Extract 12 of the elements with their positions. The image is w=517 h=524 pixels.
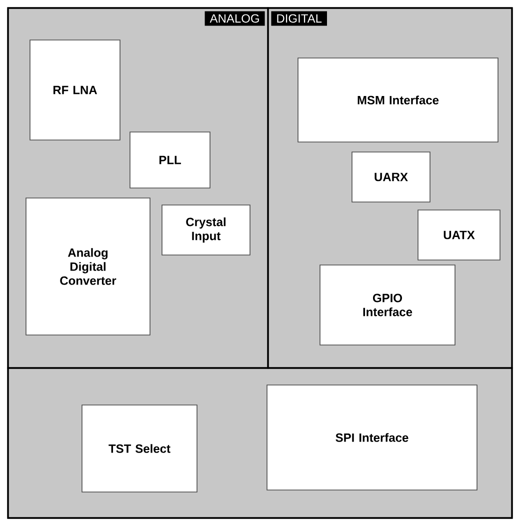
block-box: GPIO Interface xyxy=(320,264,456,346)
block-box: MSM Interface xyxy=(298,58,498,142)
block-box: RF LNA xyxy=(30,40,120,140)
block-box: UATX xyxy=(418,210,500,260)
block-box: UARX xyxy=(352,152,430,202)
block-box: TST Select xyxy=(82,404,198,492)
region-label: DIGITAL xyxy=(271,11,327,26)
region-label: ANALOG xyxy=(204,11,265,26)
block-box: Analog Digital Converter xyxy=(26,198,150,336)
block-box: SPI Interface xyxy=(266,384,478,490)
block-box: Crystal Input xyxy=(162,204,250,256)
block-box: PLL xyxy=(130,132,210,188)
